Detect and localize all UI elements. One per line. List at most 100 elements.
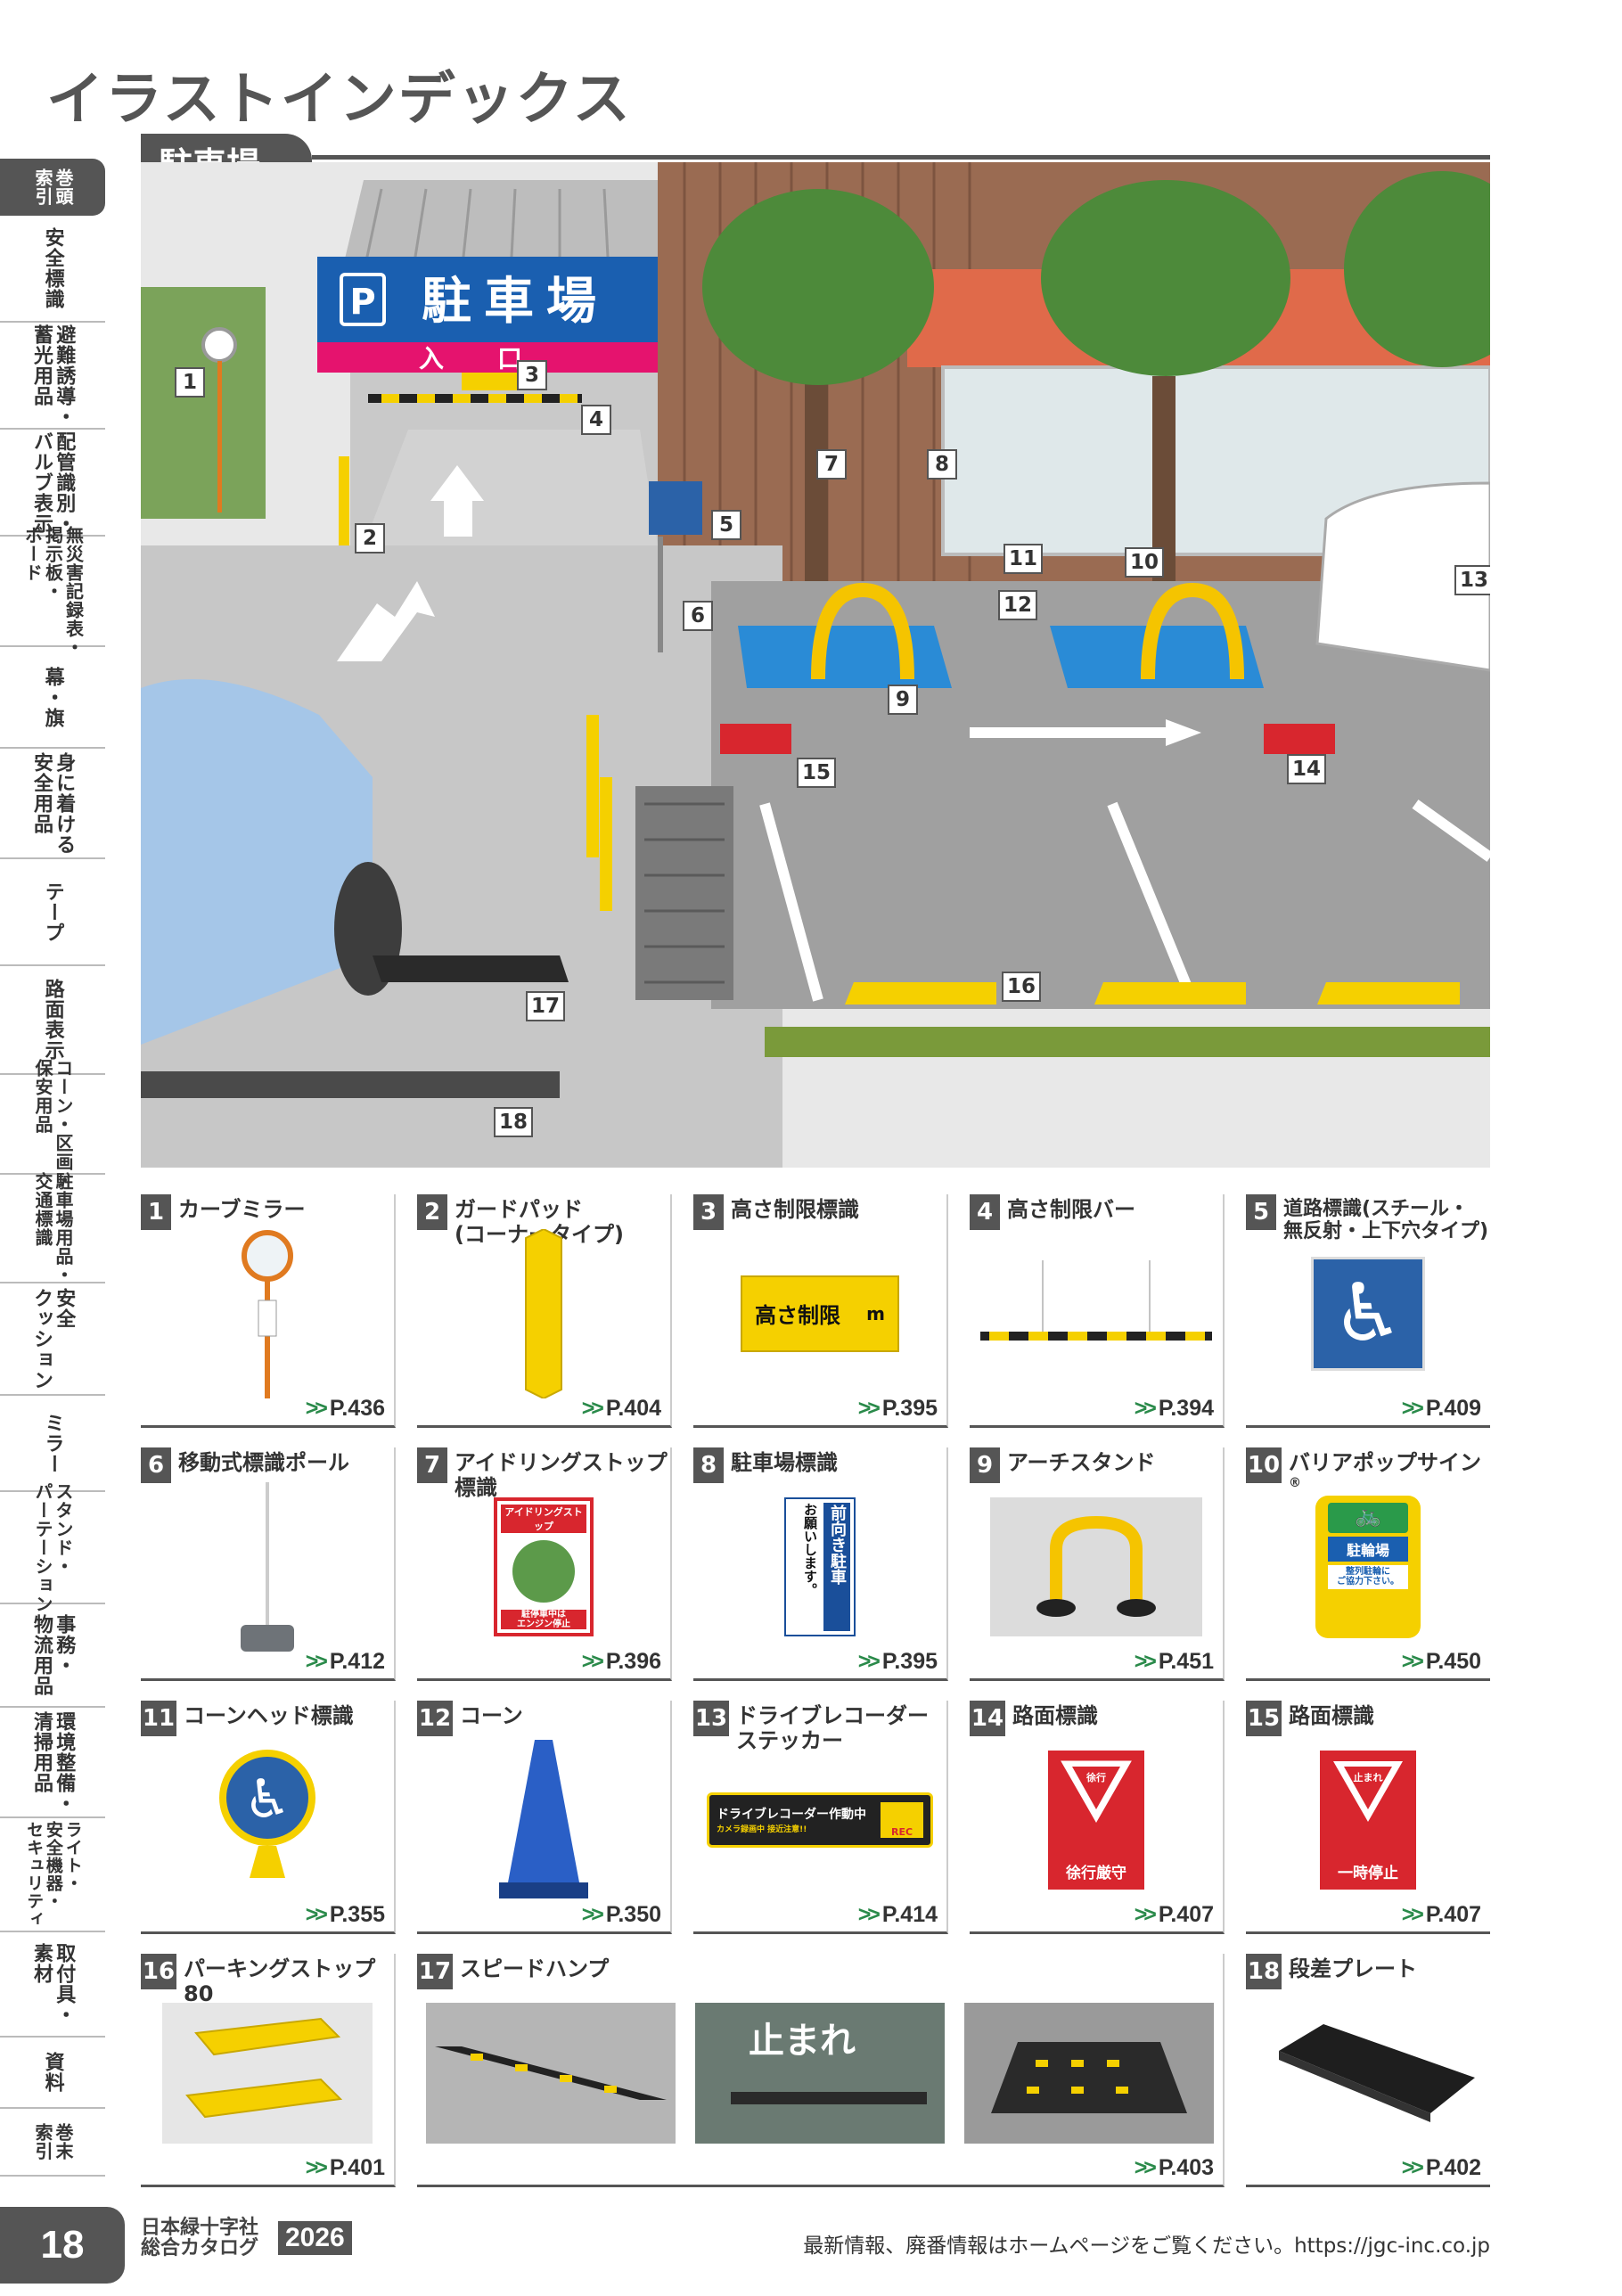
arch-stand-image (970, 1490, 1223, 1643)
sidebar-item-tape[interactable]: テープ (0, 859, 105, 966)
product-card-9[interactable]: 9 アーチスタンド >>P.451 (970, 1447, 1225, 1681)
callout-6: 6 (683, 601, 713, 631)
product-card-8[interactable]: 8 駐車場標識 前向き駐車 お願いします。 >>P.395 (693, 1447, 948, 1681)
callout-14: 14 (1287, 754, 1327, 784)
page-ref[interactable]: >>P.402 (1401, 2155, 1481, 2180)
product-card-16[interactable]: 16 パーキングストップ80 >>P.401 (141, 1954, 396, 2187)
product-title: ドライブレコーダー ステッカー (736, 1703, 929, 1753)
product-card-7[interactable]: 7 アイドリングストップ 標識 アイドリングストップ 駐停車中は エンジン停止 … (417, 1447, 672, 1681)
callout-13: 13 (1454, 565, 1490, 595)
sidebar-item-mirror[interactable]: ミラー (0, 1396, 105, 1492)
callout-4: 4 (581, 405, 611, 435)
sidebar-item-office[interactable]: 事務・ 物流用品 (0, 1604, 105, 1708)
page-ref[interactable]: >>P.407 (1401, 1902, 1481, 1927)
sidebar-item-parking[interactable]: 駐車場用品・ 交通標識 (0, 1172, 105, 1284)
wheelchair-icon: ♿ (1311, 1256, 1425, 1371)
page-ref[interactable]: >>P.404 (581, 1396, 661, 1421)
sidebar-item-evacuation[interactable]: 避難誘導・ 蓄光用品 (0, 323, 105, 430)
product-card-13[interactable]: 13 ドライブレコーダー ステッカー ドライブレコーダー作動中 カメラ録画中 接… (693, 1701, 948, 1934)
product-card-10[interactable]: 10 バリアポップサイン® 🚲 駐輪場 整列駐輪に ご協力下さい。 >>P.45… (1246, 1447, 1490, 1681)
product-card-2[interactable]: 2 ガードパッド (コーナータイプ) >>P.404 (417, 1194, 672, 1428)
sidebar-item-road-marking[interactable]: 路面表示 (0, 966, 105, 1075)
idling-stop-sign-image: アイドリングストップ 駐停車中は エンジン停止 (417, 1490, 670, 1643)
product-card-14[interactable]: 14 路面標識 徐行 徐行厳守 >>P.407 (970, 1701, 1225, 1934)
cone-image (417, 1739, 670, 1898)
page-ref[interactable]: >>P.451 (1134, 1649, 1214, 1674)
page-ref[interactable]: >>P.350 (581, 1902, 661, 1927)
sidebar-index: 巻頭 索引 安全標識 避難誘導・ 蓄光用品 配管識別・ バルブ表示 無災害記録表… (0, 159, 105, 2177)
parking-stop-image (141, 1997, 394, 2149)
page-ref[interactable]: >>P.394 (1134, 1396, 1214, 1421)
product-card-5[interactable]: 5 道路標識(スチール・ 無反射・上下穴タイプ) ♿ >>P.409 (1246, 1194, 1490, 1428)
product-card-4[interactable]: 4 高さ制限バー >>P.394 (970, 1194, 1225, 1428)
page-ref[interactable]: >>P.355 (305, 1902, 385, 1927)
product-title: アイドリングストップ 標識 (455, 1450, 668, 1500)
page-ref[interactable]: >>P.395 (857, 1649, 938, 1674)
page-ref[interactable]: >>P.414 (857, 1902, 938, 1927)
product-number: 15 (1246, 1701, 1282, 1736)
sidebar-item-piping[interactable]: 配管識別・ バルブ表示 (0, 430, 105, 537)
callout-17: 17 (526, 991, 566, 1021)
sidebar-item-cushion[interactable]: 安全 クッション (0, 1283, 105, 1396)
svg-text:P: P (349, 282, 375, 323)
sidebar-item-fittings[interactable]: 取付具・ 素材 (0, 1932, 105, 2038)
page-ref[interactable]: >>P.396 (581, 1649, 661, 1674)
dashcam-sticker-image: ドライブレコーダー作動中 カメラ録画中 接近注意!! REC (693, 1743, 946, 1896)
svg-text:止まれ: 止まれ (1354, 1771, 1383, 1784)
sidebar-item-cleaning[interactable]: 環境整備・ 清掃用品 (0, 1708, 105, 1818)
page-ref[interactable]: >>P.395 (857, 1396, 938, 1421)
sidebar-item-materials[interactable]: 資料 (0, 2038, 105, 2109)
sidebar-item-back-index[interactable]: 巻末 索引 (0, 2109, 105, 2177)
footer-company: 日本緑十字社 総合カタログ (141, 2217, 259, 2260)
product-card-12[interactable]: 12 コーン >>P.350 (417, 1701, 672, 1934)
sidebar-item-lights[interactable]: ライト・ 安全機器・ セキュリティ (0, 1818, 105, 1932)
product-number: 12 (417, 1701, 453, 1736)
svg-text:徐行: 徐行 (1085, 1771, 1106, 1784)
product-number: 7 (417, 1447, 447, 1483)
callout-8: 8 (927, 449, 957, 480)
sidebar-item-cones[interactable]: コーン・区画・ 保安用品 (0, 1059, 105, 1190)
product-title: 高さ制限バー (1007, 1197, 1135, 1222)
section-divider (312, 155, 1490, 160)
product-card-1[interactable]: 1 カーブミラー >>P.436 (141, 1194, 396, 1428)
sidebar-item-stands[interactable]: スタンド・ パーテーション (0, 1482, 105, 1613)
product-title: 段差プレート (1289, 1956, 1417, 1981)
product-number: 16 (141, 1954, 176, 1989)
page-ref[interactable]: >>P.450 (1401, 1649, 1481, 1674)
bicycle-icon: 🚲 (1328, 1502, 1408, 1533)
product-number: 11 (141, 1701, 176, 1736)
svg-text:♿: ♿ (243, 1768, 291, 1831)
speed-hump-photo-3 (964, 2002, 1214, 2144)
sidebar-item-front-index[interactable]: 巻頭 索引 (0, 159, 105, 216)
product-card-15[interactable]: 15 路面標識 止まれ 一時停止 >>P.407 (1246, 1701, 1490, 1934)
product-card-11[interactable]: 11 コーンヘッド標識 ♿ >>P.355 (141, 1701, 396, 1934)
product-card-18[interactable]: 18 段差プレート >>P.402 (1246, 1954, 1490, 2187)
product-card-17[interactable]: 17 スピードハンプ 止まれ >>P.403 (417, 1954, 1225, 2187)
product-title: コーン (460, 1703, 523, 1728)
product-card-6[interactable]: 6 移動式標識ポール >>P.412 (141, 1447, 396, 1681)
product-number: 6 (141, 1447, 171, 1483)
sidebar-item-wearables[interactable]: 身に着ける 安全用品 (0, 749, 105, 859)
speed-hump-images: 止まれ (417, 1997, 1223, 2149)
product-number: 13 (693, 1701, 729, 1736)
page-ref[interactable]: >>P.409 (1401, 1396, 1481, 1421)
callout-12: 12 (998, 590, 1038, 620)
callout-5: 5 (711, 510, 741, 540)
page-ref[interactable]: >>P.436 (305, 1396, 385, 1421)
product-title: 駐車場標識 (731, 1450, 838, 1475)
sidebar-item-banners[interactable]: 幕・旗 (0, 647, 105, 749)
sidebar-item-boards[interactable]: 無災害記録表・ 掲示板・ ボード (0, 526, 105, 657)
product-number: 2 (417, 1194, 447, 1230)
page-ref[interactable]: >>P.401 (305, 2155, 385, 2180)
page-ref[interactable]: >>P.407 (1134, 1902, 1214, 1927)
page-ref[interactable]: >>P.412 (305, 1649, 385, 1674)
front-parking-sign-image: 前向き駐車 お願いします。 (693, 1490, 946, 1643)
barrier-pop-sign-image: 🚲 駐輪場 整列駐輪に ご協力下さい。 (1246, 1490, 1490, 1643)
sidebar-item-safety-signs[interactable]: 安全標識 (0, 216, 105, 323)
callout-7: 7 (816, 449, 847, 480)
product-number: 14 (970, 1701, 1005, 1736)
curve-mirror-image (141, 1229, 394, 1398)
product-number: 10 (1246, 1447, 1282, 1483)
page-ref[interactable]: >>P.403 (1134, 2155, 1214, 2180)
